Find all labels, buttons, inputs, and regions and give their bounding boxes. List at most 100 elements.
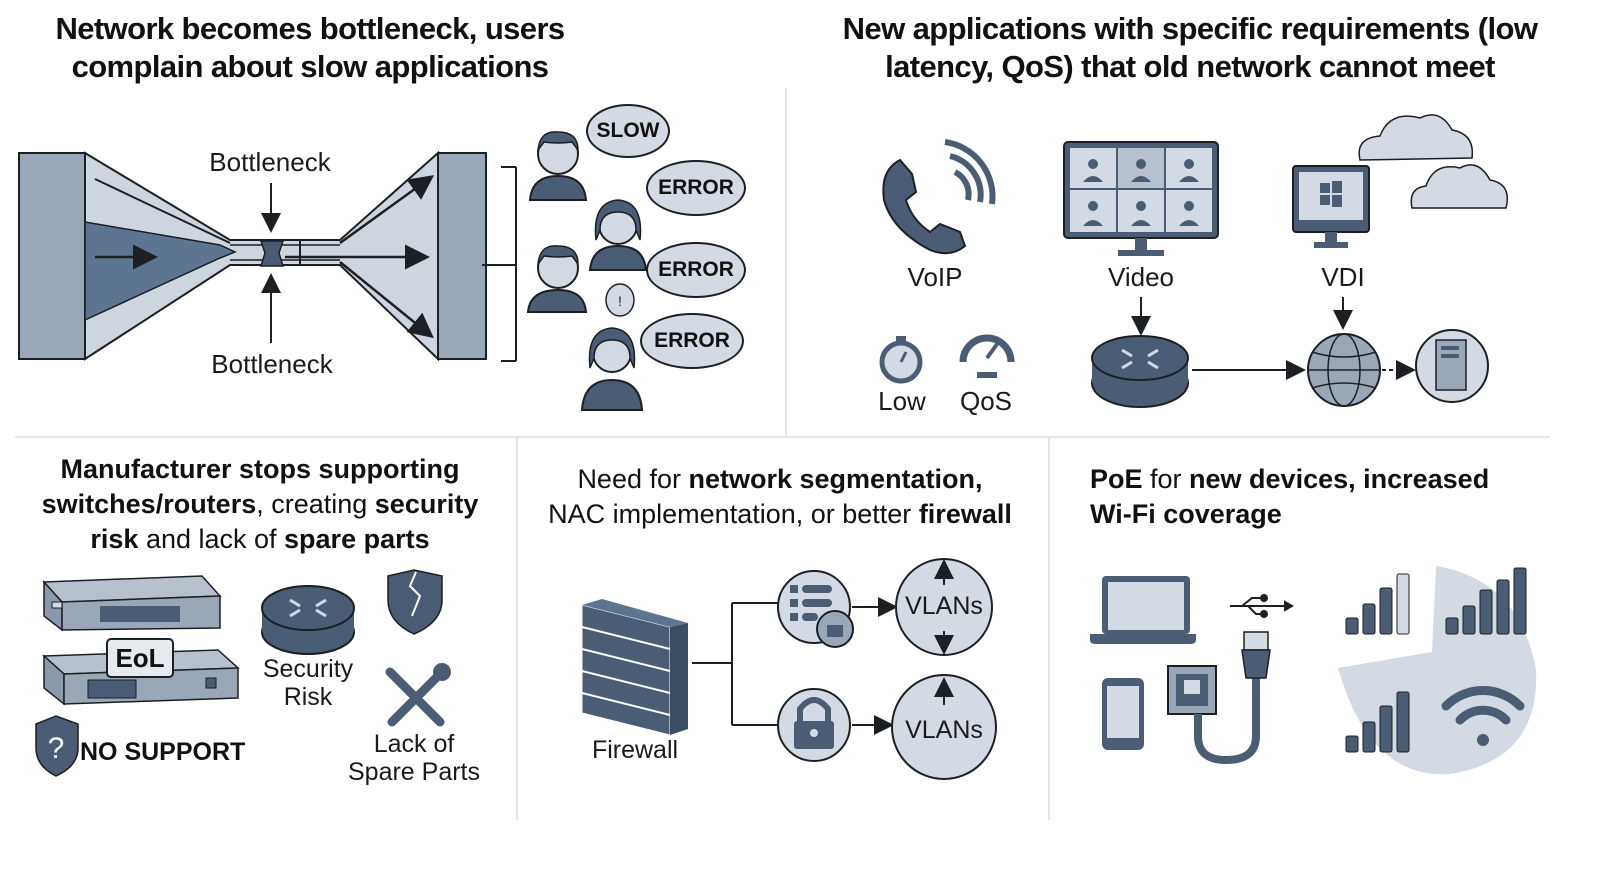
- bottleneck-diagram: [18, 150, 517, 362]
- bottleneck-label-top: Bottleneck: [209, 147, 331, 177]
- signal-bar: [1462, 605, 1476, 635]
- lock-icon: [777, 688, 851, 762]
- title-line-2: complain about slow applications: [71, 49, 549, 84]
- user-avatar-4: [580, 327, 644, 411]
- app-label-vdi: VDI: [1321, 262, 1365, 292]
- metric-label-qos: QoS: [959, 386, 1013, 416]
- title-part: risk: [90, 524, 139, 554]
- globe-icon: [1307, 333, 1381, 407]
- shield-question-icon: ?: [35, 715, 79, 777]
- vlan-circle-2: [891, 674, 997, 780]
- title-part: and lack of: [138, 524, 285, 554]
- tools-icon: [385, 663, 451, 727]
- label-line-2: Spare Parts: [347, 758, 480, 786]
- speech-bubble-text: ERROR: [658, 258, 734, 281]
- constriction: [259, 240, 285, 267]
- firewall-brick-icon: [581, 599, 688, 736]
- signal-bar: [1362, 603, 1376, 635]
- network-switch-icon: [42, 575, 222, 632]
- title-part: spare parts: [284, 524, 430, 554]
- flow-arrow-up-left: [94, 178, 231, 244]
- title-line-2: latency, QoS) that old network cannot me…: [885, 49, 1495, 84]
- firewall-label: Firewall: [591, 736, 679, 764]
- label-line-2: Risk: [283, 683, 333, 711]
- video-conference-icon: [1063, 141, 1219, 256]
- label-line-1: Lack of: [373, 730, 455, 758]
- svg-text:?: ?: [48, 732, 65, 765]
- speech-bubble-text: SLOW: [596, 119, 660, 142]
- left-network-block: [18, 152, 86, 360]
- speech-bubble-text: ERROR: [654, 329, 730, 352]
- title-part: , creating: [256, 489, 375, 519]
- signal-bar: [1445, 617, 1459, 635]
- divider-horizontal: [15, 436, 1550, 438]
- svg-text:!: !: [618, 293, 622, 309]
- qos-gauge-icon: [959, 334, 1015, 378]
- flow-arrow-up: [339, 175, 435, 245]
- user-avatar-2: [588, 199, 648, 271]
- phone-icon: [882, 139, 996, 255]
- speech-bubble-slow: SLOW: [586, 104, 670, 158]
- cloud-icon: [1358, 114, 1508, 209]
- panel-new-applications-title: New applications with specific requireme…: [790, 10, 1590, 86]
- spare-parts-label: Lack of Spare Parts: [334, 730, 494, 786]
- flow-arrow-down: [339, 261, 434, 339]
- ethernet-port-icon: [1167, 665, 1217, 715]
- eol-badge-text: EoL: [115, 643, 165, 673]
- no-support-label: NO SUPPORT: [80, 738, 246, 766]
- title-part: PoE: [1090, 464, 1143, 494]
- signal-bar: [1345, 735, 1359, 753]
- signal-bar: [1345, 617, 1359, 635]
- title-part: firewall: [918, 499, 1012, 529]
- new-apps-diagram: [879, 114, 1508, 408]
- divider-vertical-bottom-1: [516, 438, 518, 820]
- signal-bar: [1513, 567, 1527, 635]
- panel-poe-title: PoE for new devices, increased Wi-Fi cov…: [1090, 462, 1570, 532]
- label-line-1: Security: [262, 655, 354, 683]
- title-part: new devices, increased: [1189, 464, 1490, 494]
- router-icon: [1091, 335, 1189, 408]
- signal-bar: [1496, 579, 1510, 635]
- title-part: Manufacturer stops supporting: [60, 454, 460, 484]
- panel-segmentation-title: Need for network segmentation, NAC imple…: [520, 462, 1040, 532]
- title-part: Need for: [577, 464, 689, 494]
- signal-bar: [1379, 587, 1393, 635]
- stopwatch-icon: [879, 336, 923, 384]
- signal-bars-2: [1445, 567, 1527, 635]
- poe-diagram: [1090, 566, 1537, 775]
- bottleneck-label-bottom: Bottleneck: [211, 349, 333, 379]
- signal-bar: [1379, 705, 1393, 753]
- vlan-label-1: VLANs: [905, 592, 983, 620]
- speech-bubble-error-2: ERROR: [646, 242, 746, 298]
- wifi-icon: [1441, 686, 1525, 746]
- speech-bubble-error-1: ERROR: [646, 160, 746, 216]
- divider-vertical-bottom-2: [1048, 438, 1050, 820]
- title-part: NAC implementation, or better: [548, 499, 919, 529]
- security-router-icon: [261, 585, 355, 655]
- eol-badge: EoL: [106, 638, 174, 678]
- signal-bars-1: [1345, 573, 1410, 635]
- app-label-video: Video: [1107, 262, 1175, 292]
- segmentation-diagram: [581, 558, 997, 780]
- signal-bars-3: [1345, 691, 1410, 753]
- ethernet-cable-icon: [1194, 631, 1271, 765]
- vlan-label-2: VLANs: [905, 716, 983, 744]
- alert-bubble: !: [605, 283, 635, 317]
- smartphone-icon: [1102, 678, 1144, 750]
- user-avatar-1: [528, 131, 588, 201]
- title-part: security: [374, 489, 479, 519]
- divider-vertical-top: [785, 88, 787, 436]
- signal-bar: [1362, 721, 1376, 753]
- speech-bubble-text: ERROR: [658, 176, 734, 199]
- title-line-1: Network becomes bottleneck, users: [55, 11, 565, 46]
- metric-label-low: Low: [878, 386, 926, 416]
- title-part: switches/routers: [41, 489, 257, 519]
- title-line-1: New applications with specific requireme…: [842, 11, 1538, 46]
- panel-bottleneck-title: Network becomes bottleneck, users compla…: [0, 10, 620, 86]
- laptop-icon: [1090, 576, 1196, 644]
- windows-logo-icon: [1320, 181, 1342, 207]
- signal-bar: [1396, 573, 1410, 635]
- title-part: for: [1142, 464, 1190, 494]
- access-list-icon: [777, 570, 854, 648]
- left-flow: [84, 221, 237, 322]
